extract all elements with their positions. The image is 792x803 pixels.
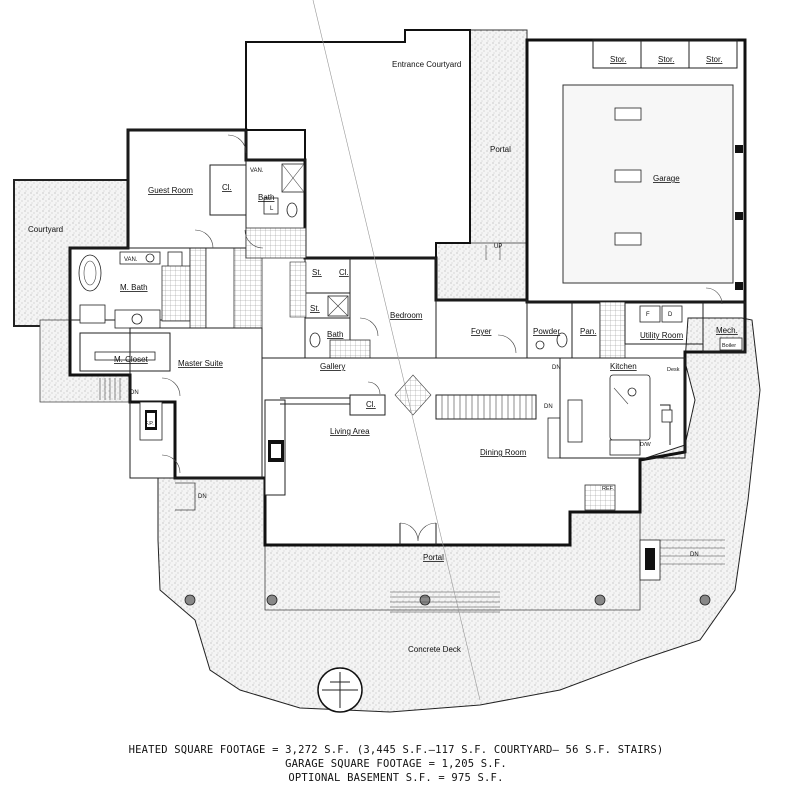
label-dining-room: Dining Room: [480, 448, 527, 457]
label-ref: REF.: [602, 486, 614, 492]
up-mark: UP: [494, 244, 502, 250]
label-living-area: Living Area: [330, 427, 370, 436]
label-st-1: St.: [312, 268, 322, 277]
label-entrance-courtyard: Entrance Courtyard: [392, 60, 461, 69]
label-st-2: St.: [310, 304, 320, 313]
dn-mark-4: DN: [544, 404, 553, 410]
entry-walk: [435, 242, 528, 301]
dn-mark-5: DN: [690, 552, 699, 558]
label-cl-guest: Cl.: [222, 183, 232, 192]
label-bath-bed: Bath: [327, 330, 343, 339]
label-f: F: [646, 312, 650, 318]
label-foyer: Foyer: [471, 327, 492, 336]
label-m-closet: M. Closet: [114, 355, 149, 364]
label-cl-living: Cl.: [366, 400, 376, 409]
dn-mark-2: DN: [198, 494, 207, 500]
garage-slab: [562, 84, 734, 284]
label-portal-south: Portal: [423, 553, 444, 562]
label-bath-guest: Bath: [258, 193, 274, 202]
floor-plan: Entrance Courtyard Portal Garage Stor. S…: [13, 0, 761, 713]
label-cl-bed: Cl.: [339, 268, 349, 277]
label-utility-room: Utility Room: [640, 331, 683, 340]
label-gallery: Gallery: [320, 362, 345, 371]
dn-mark-3: DN: [552, 365, 561, 371]
garage-square-footage: GARAGE SQUARE FOOTAGE = 1,205 S.F.: [285, 758, 507, 770]
heated-square-footage: HEATED SQUARE FOOTAGE = 3,272 S.F. (3,44…: [128, 744, 664, 756]
label-guest-room: Guest Room: [148, 186, 193, 195]
label-boiler: Boiler: [722, 343, 736, 349]
label-portal-north: Portal: [490, 145, 511, 154]
label-m-bath: M. Bath: [120, 283, 148, 292]
label-van-guest: VAN.: [250, 168, 264, 174]
label-d: D: [668, 312, 673, 318]
label-concrete-deck: Concrete Deck: [408, 645, 462, 654]
label-van-master: VAN.: [124, 257, 138, 263]
entrance-courtyard-area: [245, 29, 471, 259]
dn-mark-1: DN: [130, 390, 139, 396]
label-pan: Pan.: [580, 327, 596, 336]
label-bedroom: Bedroom: [390, 311, 423, 320]
label-kitchen: Kitchen: [610, 362, 637, 371]
basement-square-footage: OPTIONAL BASEMENT S.F. = 975 S.F.: [288, 772, 504, 784]
label-garage: Garage: [653, 174, 680, 183]
label-desk: Desk: [667, 367, 680, 373]
label-stor-1: Stor.: [610, 55, 626, 64]
label-courtyard: Courtyard: [28, 225, 63, 234]
main-stair: [435, 394, 537, 420]
label-mech: Mech.: [716, 326, 738, 335]
portal-south: [264, 511, 641, 611]
label-powder: Powder: [533, 327, 560, 336]
label-stor-3: Stor.: [706, 55, 722, 64]
label-fp: F.P.: [145, 421, 154, 427]
label-dw: D/W: [640, 442, 652, 448]
label-stor-2: Stor.: [658, 55, 674, 64]
label-master-suite: Master Suite: [178, 359, 223, 368]
label-l-guest: L: [270, 206, 274, 212]
